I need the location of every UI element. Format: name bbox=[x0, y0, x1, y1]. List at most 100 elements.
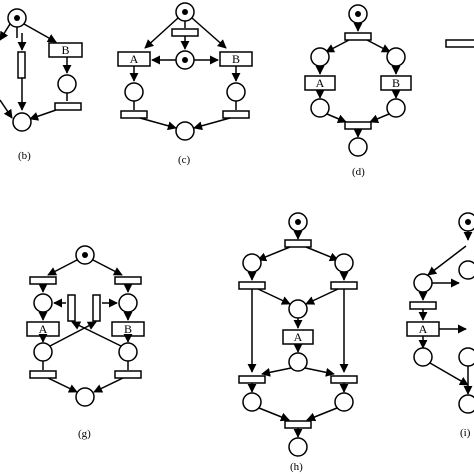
net-b: B (b) bbox=[0, 8, 83, 162]
place bbox=[124, 82, 144, 102]
transition-B: B bbox=[219, 51, 253, 67]
place bbox=[413, 347, 433, 367]
place bbox=[118, 342, 138, 362]
arc bbox=[47, 259, 78, 276]
arc bbox=[325, 39, 350, 53]
net-h: A (h) bbox=[238, 212, 358, 473]
transition-horizontal bbox=[344, 32, 372, 41]
token bbox=[182, 57, 188, 63]
transition-horizontal bbox=[171, 28, 199, 37]
token bbox=[355, 11, 361, 17]
place-mutex bbox=[288, 299, 308, 319]
transition-horizontal bbox=[445, 39, 474, 48]
place bbox=[413, 273, 433, 293]
arc bbox=[144, 17, 179, 49]
place bbox=[57, 74, 77, 94]
transition-horizontal bbox=[344, 121, 372, 130]
net-i-partial: A (i) bbox=[406, 212, 474, 439]
arc bbox=[261, 367, 292, 377]
arc bbox=[429, 362, 469, 386]
transition-label: A bbox=[130, 52, 139, 66]
arc bbox=[92, 259, 123, 276]
place bbox=[226, 82, 246, 102]
place bbox=[33, 293, 53, 313]
place bbox=[386, 47, 406, 67]
arc bbox=[369, 113, 390, 124]
place bbox=[242, 253, 262, 273]
place bbox=[242, 392, 262, 412]
transition-horizontal bbox=[120, 110, 148, 119]
place bbox=[288, 352, 308, 372]
arc bbox=[23, 23, 57, 43]
transition-horizontal bbox=[330, 281, 358, 290]
arc bbox=[258, 407, 290, 422]
transition-label: B bbox=[232, 52, 240, 66]
place-end bbox=[288, 437, 308, 457]
transition-horizontal bbox=[238, 375, 266, 384]
arc bbox=[0, 99, 13, 119]
transition-label: A bbox=[316, 76, 325, 90]
transition-horizontal bbox=[330, 375, 358, 384]
transition-vertical bbox=[67, 294, 76, 322]
net-c: A B (c) bbox=[117, 2, 253, 166]
arc bbox=[49, 321, 97, 347]
place bbox=[458, 347, 474, 367]
transition-vertical bbox=[17, 51, 26, 79]
place bbox=[334, 392, 354, 412]
place-end bbox=[175, 121, 195, 141]
transition-horizontal bbox=[114, 370, 142, 379]
transition-A: A bbox=[406, 321, 440, 337]
arc bbox=[71, 321, 122, 347]
transition-horizontal bbox=[238, 281, 266, 290]
net-e-partial bbox=[445, 39, 474, 48]
transition-horizontal bbox=[284, 239, 312, 248]
arc bbox=[427, 245, 467, 276]
net-g: A B (g) bbox=[26, 245, 145, 440]
transition-vertical bbox=[92, 294, 101, 322]
token bbox=[14, 15, 20, 21]
arc bbox=[257, 246, 291, 262]
place bbox=[33, 342, 53, 362]
transition-A: A bbox=[304, 75, 336, 91]
place-end bbox=[458, 394, 474, 414]
transition-horizontal bbox=[29, 276, 57, 285]
arc bbox=[306, 407, 338, 422]
arc bbox=[193, 117, 231, 131]
transition-horizontal bbox=[54, 102, 82, 111]
arc bbox=[305, 288, 339, 305]
arc bbox=[93, 377, 124, 393]
transition-horizontal bbox=[29, 370, 57, 379]
transition-B: B bbox=[380, 75, 412, 91]
net-d: A B (d) bbox=[304, 4, 412, 178]
transition-label: A bbox=[39, 322, 48, 336]
arc bbox=[191, 17, 227, 49]
caption: (h) bbox=[290, 461, 303, 473]
arc bbox=[47, 377, 78, 393]
arc bbox=[29, 109, 57, 121]
token bbox=[182, 9, 188, 15]
transition-label: A bbox=[419, 322, 428, 336]
arc bbox=[305, 246, 339, 262]
transition-horizontal bbox=[284, 420, 312, 429]
place-end bbox=[12, 112, 32, 132]
arc bbox=[0, 23, 11, 41]
caption: (d) bbox=[352, 166, 365, 178]
arc bbox=[257, 288, 291, 305]
transition-B: B bbox=[48, 42, 83, 58]
transition-horizontal bbox=[222, 110, 250, 119]
transition-horizontal bbox=[409, 301, 437, 310]
place bbox=[458, 260, 474, 280]
transition-label: A bbox=[294, 330, 303, 344]
caption: (g) bbox=[78, 428, 91, 440]
caption: (b) bbox=[18, 150, 31, 162]
transition-B: B bbox=[111, 321, 145, 337]
arc bbox=[326, 113, 347, 124]
place bbox=[310, 98, 330, 118]
place bbox=[334, 253, 354, 273]
transition-A: A bbox=[117, 51, 151, 67]
arc bbox=[366, 39, 391, 53]
transition-A: A bbox=[282, 329, 314, 345]
token bbox=[465, 219, 471, 225]
place bbox=[386, 98, 406, 118]
